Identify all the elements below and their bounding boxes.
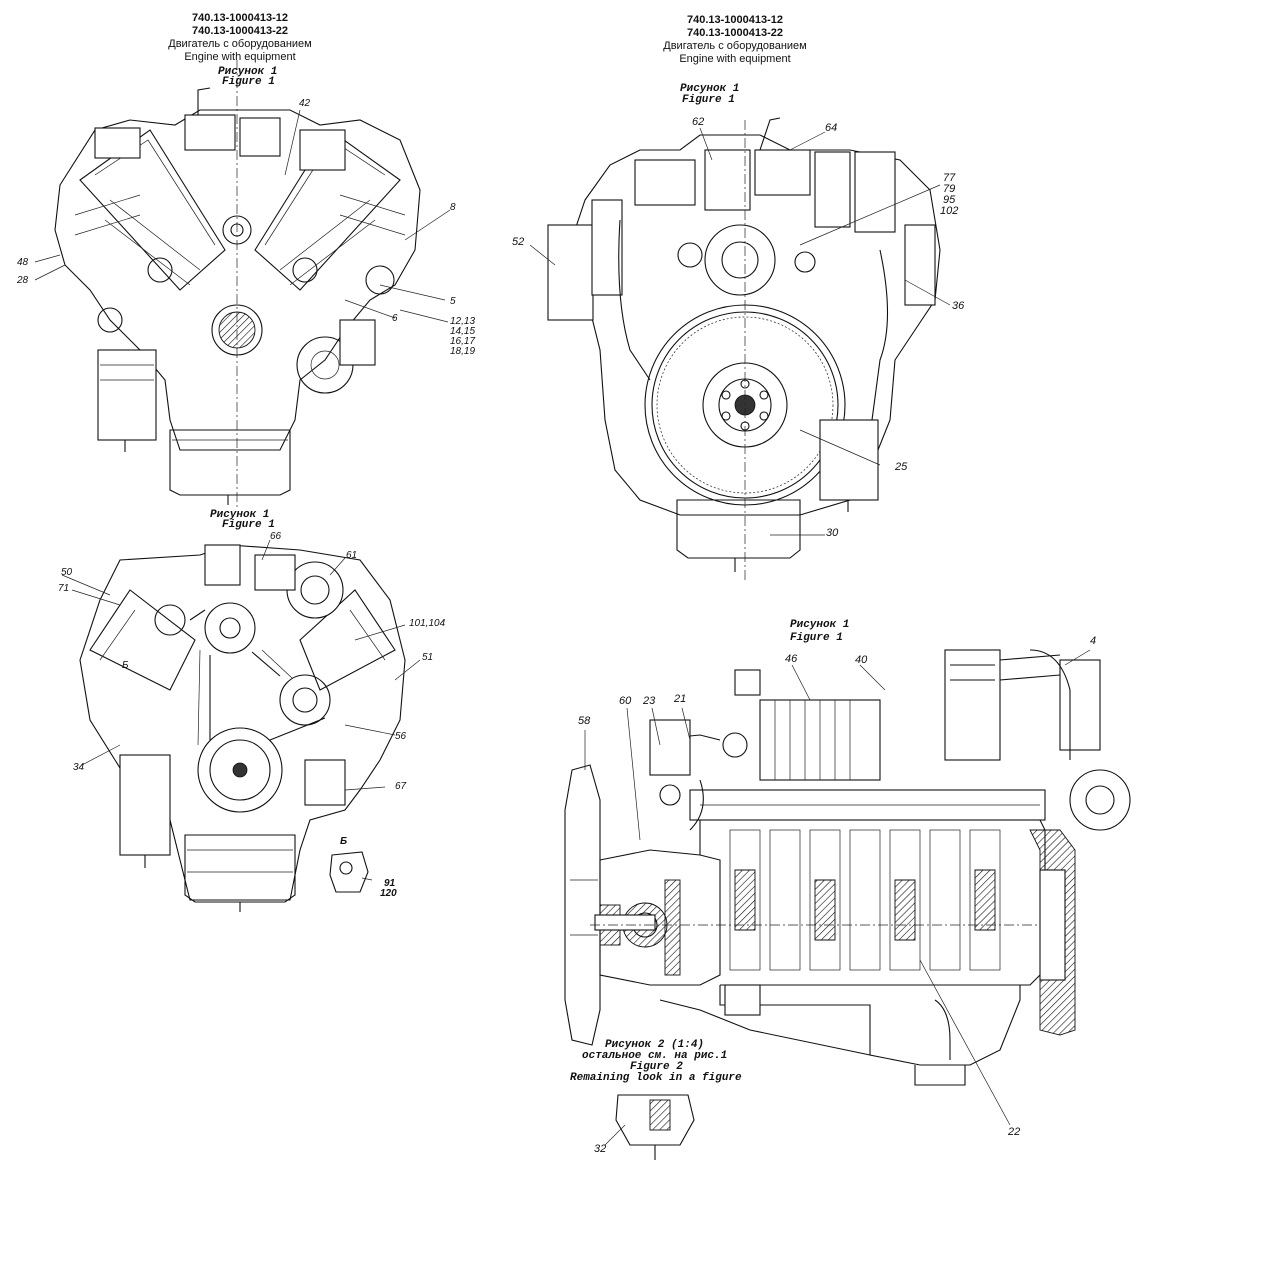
callout-14-15: 14,15 [450, 326, 476, 337]
figure2-caption-en-note: Remaining look in a figure [570, 1072, 742, 1084]
figure2-caption-ru: Рисунок 2 (1:4) [605, 1039, 705, 1051]
callout-50: 50 [61, 567, 73, 578]
callout-51: 51 [422, 652, 434, 663]
callout-32: 32 [594, 1143, 607, 1155]
callout-28: 28 [17, 275, 29, 286]
callout-46: 46 [785, 653, 798, 665]
view-letter: Б [122, 660, 129, 671]
drawing-code-2: 740.13-1000413-22 [191, 25, 289, 37]
callout-36: 36 [952, 300, 965, 312]
callout-5: 5 [450, 296, 456, 307]
figure-caption-ru: Рисунок 1 [218, 66, 278, 78]
title-block-left: 740.13-1000413-12 740.13-1000413-22 Двиг… [150, 12, 330, 64]
callout-71: 71 [58, 583, 70, 594]
figure-caption-ru: Рисунок 1 [210, 509, 270, 521]
engine-front-accessory-view [61, 539, 421, 912]
figure-caption-ru: Рисунок 1 [680, 83, 740, 95]
callout-64: 64 [825, 122, 838, 134]
callout-120: 120 [380, 888, 397, 899]
figure2-caption-ru-note: остальное см. на рис.1 [582, 1050, 728, 1062]
title-block-right: 740.13-1000413-12 740.13-1000413-22 Двиг… [645, 14, 825, 66]
callout-79: 79 [943, 183, 956, 195]
title-ru: Двигатель с оборудованием [663, 40, 807, 52]
callout-67: 67 [395, 781, 407, 792]
view-letter: Б [340, 836, 348, 847]
title-en: Engine with equipment [679, 53, 791, 65]
callout-4: 4 [1090, 635, 1097, 647]
callout-16-17: 16,17 [450, 336, 476, 347]
engine-front-view [34, 60, 451, 510]
callout-40: 40 [855, 654, 868, 666]
callout-62: 62 [692, 116, 705, 128]
drawing-code-1: 740.13-1000413-12 [686, 14, 784, 26]
callout-18-19: 18,19 [450, 346, 476, 357]
callout-6: 6 [392, 313, 398, 324]
callout-52: 52 [512, 236, 525, 248]
callout-25: 25 [895, 461, 908, 473]
callout-56: 56 [395, 731, 407, 742]
title-en: Engine with equipment [184, 51, 296, 63]
callout-91: 91 [384, 878, 396, 889]
drawing-code-1: 740.13-1000413-12 [191, 12, 289, 24]
engine-section-view [564, 649, 1131, 1160]
callout-66: 66 [270, 531, 282, 542]
callout-48: 48 [17, 257, 29, 268]
callout-60: 60 [619, 695, 632, 707]
callout-61: 61 [346, 550, 358, 561]
callout-95: 95 [943, 194, 956, 206]
figure-caption-en: Figure 1 [222, 519, 275, 531]
callout-42: 42 [299, 98, 311, 109]
callout-23: 23 [643, 695, 656, 707]
figure-caption-ru: Рисунок 1 [790, 619, 850, 631]
callout-102: 102 [940, 205, 959, 217]
callout-34: 34 [73, 762, 85, 773]
callout-58: 58 [578, 715, 591, 727]
callout-101-104: 101,104 [409, 618, 446, 629]
drawing-code-2: 740.13-1000413-22 [686, 27, 784, 39]
title-ru: Двигатель с оборудованием [168, 38, 312, 50]
figure-caption-en: Figure 1 [682, 94, 735, 106]
callout-21: 21 [674, 693, 687, 705]
callout-30: 30 [826, 527, 839, 539]
callout-8: 8 [450, 202, 456, 213]
figure-caption-en: Figure 1 [222, 76, 275, 88]
figure2-caption-en: Figure 2 [630, 1061, 683, 1073]
callout-77: 77 [943, 172, 956, 184]
callout-22: 22 [1008, 1126, 1021, 1138]
engine-rear-view [529, 117, 951, 580]
callout-12-13: 12,13 [450, 316, 476, 327]
figure-caption-en: Figure 1 [790, 632, 843, 644]
